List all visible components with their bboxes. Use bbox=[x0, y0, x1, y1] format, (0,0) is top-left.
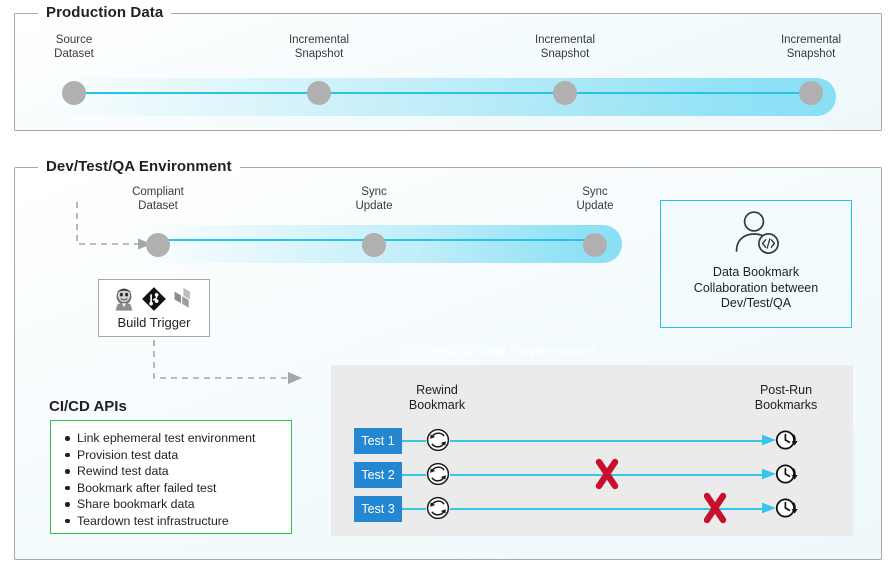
terraform-icon bbox=[174, 287, 190, 308]
production-node-3 bbox=[553, 81, 577, 105]
cicd-apis-list: Link ephemeral test environment Provisio… bbox=[51, 421, 291, 538]
test-row-line bbox=[402, 440, 426, 442]
production-timeline-line bbox=[74, 92, 822, 94]
build-trigger-caption: Build Trigger bbox=[117, 315, 191, 330]
cicd-item: Provision test data bbox=[65, 447, 283, 464]
dev-node-1 bbox=[146, 233, 170, 257]
test-row-badge[interactable]: Test 1 bbox=[354, 428, 402, 454]
build-trigger-to-ephemeral-connector bbox=[153, 340, 302, 384]
production-timeline-band bbox=[48, 78, 836, 116]
cicd-apis-title: CI/CD APIs bbox=[49, 398, 127, 415]
row-arrowhead-icon bbox=[762, 502, 776, 514]
production-node-4-label: Incremental Snapshot bbox=[780, 34, 842, 60]
cicd-item: Rewind test data bbox=[65, 463, 283, 480]
git-icon bbox=[142, 287, 166, 311]
rewind-bookmark-icon[interactable] bbox=[426, 496, 450, 520]
jenkins-icon bbox=[115, 288, 133, 311]
post-run-bookmark-icon[interactable] bbox=[774, 428, 800, 452]
test-row-badge[interactable]: Test 2 bbox=[354, 462, 402, 488]
data-bookmark-collaboration-box[interactable]: Data Bookmark Collaboration between Dev/… bbox=[660, 200, 852, 328]
dev-node-3 bbox=[583, 233, 607, 257]
production-node-1-label: Source Dataset bbox=[54, 34, 94, 60]
production-node-2-label: Incremental Snapshot bbox=[288, 34, 350, 60]
build-trigger-box[interactable]: Build Trigger bbox=[98, 279, 210, 337]
ephemeral-test-environment-title: Ephemeral Test Environment bbox=[403, 343, 596, 359]
rewind-bookmark-icon[interactable] bbox=[426, 462, 450, 486]
production-data-legend: Production Data bbox=[38, 5, 172, 21]
rewind-bookmark-column-header: Rewind Bookmark bbox=[408, 383, 466, 412]
user-code-icon bbox=[735, 211, 779, 254]
devtestqa-legend: Dev/Test/QA Environment bbox=[38, 159, 240, 175]
data-bookmark-collaboration-text: Data Bookmark Collaboration between Dev/… bbox=[693, 265, 819, 310]
cicd-item: Bookmark after failed test bbox=[65, 480, 283, 497]
build-trigger-icons bbox=[99, 284, 209, 314]
row-arrowhead-icon bbox=[762, 434, 776, 446]
cicd-item: Link ephemeral test environment bbox=[65, 430, 283, 447]
test-row-line bbox=[450, 508, 766, 510]
post-run-bookmarks-column-header: Post-Run Bookmarks bbox=[754, 383, 818, 412]
production-node-4 bbox=[799, 81, 823, 105]
dev-node-1-label: Compliant Dataset bbox=[132, 186, 184, 212]
test-row-badge[interactable]: Test 3 bbox=[354, 496, 402, 522]
rewind-bookmark-icon[interactable] bbox=[426, 428, 450, 452]
production-node-1 bbox=[62, 81, 86, 105]
fail-x-icon bbox=[595, 458, 619, 490]
test-row-line bbox=[402, 508, 426, 510]
dev-node-2-label: Sync Update bbox=[355, 186, 393, 212]
dev-node-2 bbox=[362, 233, 386, 257]
cicd-apis-box: Link ephemeral test environment Provisio… bbox=[50, 420, 292, 534]
post-run-bookmark-icon[interactable] bbox=[774, 462, 800, 486]
production-node-3-label: Incremental Snapshot bbox=[534, 34, 596, 60]
fail-x-icon bbox=[703, 492, 727, 524]
row-arrowhead-icon bbox=[762, 468, 776, 480]
post-run-bookmark-icon[interactable] bbox=[774, 496, 800, 520]
production-node-2 bbox=[307, 81, 331, 105]
cicd-item: Share bookmark data bbox=[65, 496, 283, 513]
test-row-line bbox=[402, 474, 426, 476]
test-row-line bbox=[450, 440, 766, 442]
dev-node-3-label: Sync Update bbox=[576, 186, 614, 212]
cicd-item: Teardown test infrastructure bbox=[65, 513, 283, 530]
